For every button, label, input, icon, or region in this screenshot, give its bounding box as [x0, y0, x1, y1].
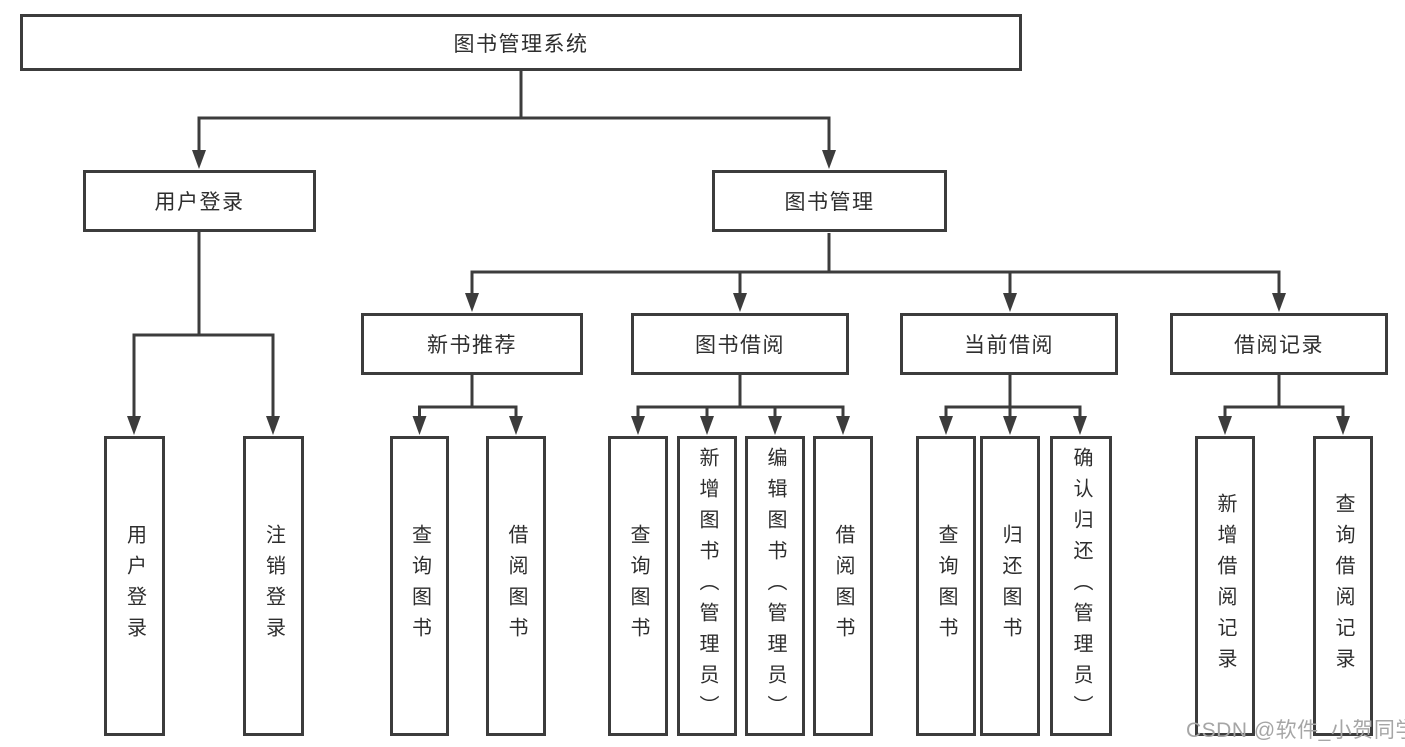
leaf-logout: 注销登录: [243, 436, 304, 736]
arrowhead: [127, 416, 141, 435]
arrowhead: [412, 416, 427, 435]
arrowhead: [1073, 416, 1087, 435]
node-user-login: 用户登录: [83, 170, 316, 232]
node-new-book-recommendation: 新书推荐: [361, 313, 583, 375]
leaf-current-return-books: 归还图书: [980, 436, 1040, 736]
node-current-borrowing: 当前借阅: [900, 313, 1118, 375]
node-label: 新书推荐: [427, 334, 517, 357]
leaf-current-confirm-return-admin: 确认归还（管理员）: [1050, 436, 1112, 736]
arrowhead: [700, 416, 714, 435]
node-label: 图书借阅: [695, 334, 785, 357]
leaf-records-add-record: 新增借阅记录: [1195, 436, 1255, 736]
connector-bookmgmt-to-level3: [470, 233, 1281, 296]
leaf-borrowing-add-book-admin: 新增图书（管理员）: [677, 436, 737, 736]
node-borrowing-records: 借阅记录: [1170, 313, 1388, 375]
connector-userlogin-to-leaves: [132, 232, 275, 418]
arrowhead: [1003, 416, 1017, 435]
node-label: 新增图书（管理员）: [696, 446, 718, 726]
leaf-borrowing-borrow-books: 借阅图书: [813, 436, 873, 736]
connector-current-to-leaves: [944, 375, 1082, 419]
node-label: 借阅记录: [1234, 334, 1324, 357]
node-label: 借阅图书: [505, 524, 527, 648]
node-label: 借阅图书: [832, 524, 854, 648]
node-label: 图书管理系统: [453, 32, 589, 56]
node-book-management-system: 图书管理系统: [20, 14, 1022, 71]
leaf-records-query-record: 查询借阅记录: [1313, 436, 1373, 736]
node-label: 新增借阅记录: [1214, 493, 1236, 679]
arrowhead: [1272, 293, 1286, 312]
arrowhead: [939, 416, 953, 435]
arrowhead: [631, 416, 645, 435]
arrowhead: [509, 416, 523, 435]
node-label: 确认归还（管理员）: [1070, 446, 1092, 726]
node-label: 注销登录: [262, 524, 285, 648]
arrowhead: [1003, 293, 1017, 312]
arrowhead: [465, 293, 479, 312]
node-label: 用户登录: [154, 191, 245, 214]
node-label: 查询借阅记录: [1332, 493, 1354, 679]
arrowhead: [1218, 416, 1232, 435]
node-book-borrowing: 图书借阅: [631, 313, 849, 375]
node-label: 查询图书: [627, 524, 649, 648]
leaf-borrowing-query-books: 查询图书: [608, 436, 668, 736]
leaf-recommend-borrow-books: 借阅图书: [486, 436, 546, 736]
node-label: 归还图书: [999, 524, 1021, 648]
arrowhead: [822, 150, 836, 169]
connector-root-to-level2: [197, 70, 831, 152]
arrowhead: [733, 293, 747, 312]
leaf-user-login: 用户登录: [104, 436, 165, 736]
leaf-recommend-query-books: 查询图书: [390, 436, 449, 736]
connector-borrowing-to-leaves: [636, 375, 845, 419]
arrowhead: [768, 416, 782, 435]
node-label: 用户登录: [123, 524, 146, 648]
leaf-borrowing-edit-book-admin: 编辑图书（管理员）: [745, 436, 805, 736]
node-label: 查询图书: [408, 524, 431, 648]
connector-records-to-leaves: [1223, 375, 1345, 419]
node-label: 编辑图书（管理员）: [764, 446, 786, 726]
connector-arrowheads: [127, 150, 1350, 435]
leaf-current-query-books: 查询图书: [916, 436, 976, 736]
node-label: 图书管理: [784, 191, 875, 214]
csdn-watermark: CSDN @软件_小贺同学: [1186, 719, 1405, 742]
arrowhead: [266, 416, 280, 435]
arrowhead: [192, 150, 206, 169]
node-label: 查询图书: [935, 524, 957, 648]
connector-recommend-to-leaves: [418, 375, 518, 419]
arrowhead: [836, 416, 850, 435]
arrowhead: [1336, 416, 1350, 435]
connector-strokes: [132, 70, 1345, 419]
node-label: 当前借阅: [964, 334, 1054, 357]
node-book-management: 图书管理: [712, 170, 947, 232]
